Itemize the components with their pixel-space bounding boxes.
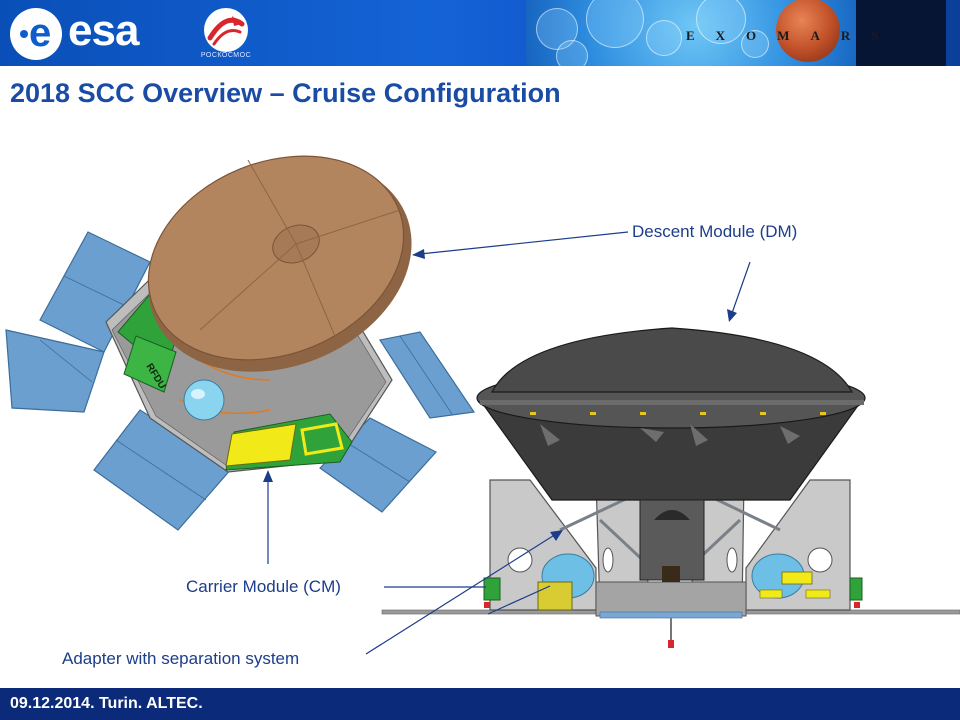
spacecraft-3d-view: RFDU: [5, 155, 476, 531]
propellant-tank: [183, 379, 225, 421]
adapter-callout-line: [365, 533, 557, 655]
dm-callout-line: [419, 231, 629, 255]
adapter-callout-line-2: [487, 585, 551, 615]
yellow-unit: [225, 423, 297, 467]
callout-lines: [267, 231, 751, 655]
solar-panel-left: [5, 329, 105, 413]
esa-logo: e esa: [10, 6, 160, 60]
spacecraft-figure: RFDU: [5, 155, 960, 655]
carrier-module-label: Carrier Module (CM): [186, 577, 341, 596]
footer-text: 09.12.2014. Turin. ALTEC.: [10, 695, 203, 712]
esa-logo-text: esa: [68, 6, 139, 55]
roscosmos-logo: [204, 8, 248, 52]
side-yellow-box: [537, 581, 573, 611]
footer-bar: 09.12.2014. Turin. ALTEC.: [0, 688, 960, 720]
spacecraft-side-view: [381, 327, 960, 648]
yellow-frame-unit: [300, 422, 344, 456]
descent-module-backshell: [491, 327, 854, 393]
dm-callout-line-2: [730, 261, 751, 317]
mars-planet-icon: [776, 0, 840, 62]
solar-panel-right: [379, 331, 476, 419]
heat-shield: [147, 155, 405, 361]
exomars-logo-text: EXOMARS: [686, 28, 900, 43]
exomars-banner: EXOMARS: [526, 0, 946, 66]
slide-title: 2018 SCC Overview – Cruise Configuration: [10, 78, 561, 108]
adapter-ring: [595, 581, 747, 617]
header-bar: e esa РОСКОСМОС EXOMARS: [0, 0, 960, 66]
solar-panels: [5, 231, 476, 531]
callout-arrowheads: [263, 249, 737, 541]
adapter-label: Adapter with separation system: [62, 649, 300, 668]
rfdu-unit: [123, 335, 177, 393]
roscosmos-logo-text: РОСКОСМОС: [200, 52, 252, 59]
descent-module-label: Descent Module (DM): [632, 222, 798, 241]
esa-logo-mark: e: [10, 8, 62, 60]
